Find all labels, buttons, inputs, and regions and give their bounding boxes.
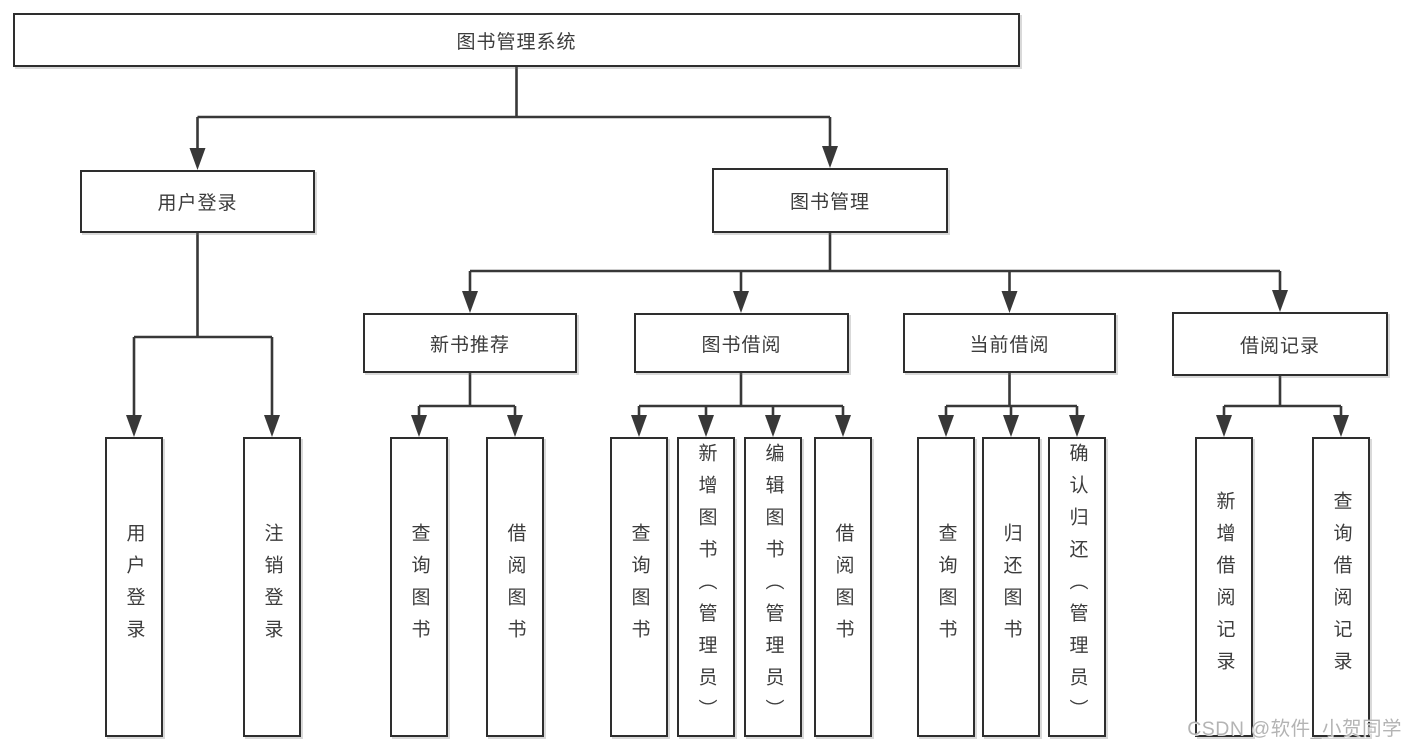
leaf-br-query-record-label: 查询借阅记录: [1330, 491, 1352, 683]
node-user-login-label: 用户登录: [157, 193, 238, 214]
leaf-bb-borrow-books-label: 借阅图书: [832, 523, 854, 651]
node-current-borrow: 当前借阅: [903, 313, 1116, 373]
leaf-bb-edit-books: 编辑图书（管理员）: [744, 437, 802, 737]
leaf-bb-edit-books-label: 编辑图书（管理员）: [762, 443, 784, 731]
csdn-watermark: CSDN @软件_小贺同学: [1187, 718, 1402, 740]
node-user-login: 用户登录: [80, 170, 315, 233]
leaf-br-query-record: 查询借阅记录: [1312, 437, 1370, 737]
node-new-book-rec: 新书推荐: [363, 313, 577, 373]
leaf-cb-return-books: 归还图书: [982, 437, 1040, 737]
leaf-br-add-record-label: 新增借阅记录: [1213, 491, 1235, 683]
leaf-rec-query-books-label: 查询图书: [408, 523, 430, 651]
node-book-borrow-label: 图书借阅: [701, 334, 782, 356]
node-current-borrow-label: 当前借阅: [969, 334, 1050, 356]
leaf-logout: 注销登录: [243, 437, 301, 737]
leaf-cb-confirm-return-label: 确认归还（管理员）: [1066, 443, 1088, 731]
connector-borrow-record-split: [1216, 376, 1349, 437]
leaf-cb-return-books-label: 归还图书: [1000, 523, 1022, 651]
leaf-user-login: 用户登录: [105, 437, 163, 737]
leaf-bb-query-books: 查询图书: [610, 437, 668, 737]
leaf-bb-borrow-books: 借阅图书: [814, 437, 872, 737]
node-root: 图书管理系统: [13, 13, 1020, 67]
node-borrow-record: 借阅记录: [1172, 312, 1388, 376]
leaf-cb-confirm-return: 确认归还（管理员）: [1048, 437, 1106, 737]
node-root-label: 图书管理系统: [456, 31, 577, 53]
node-book-borrow: 图书借阅: [634, 313, 849, 373]
leaf-cb-query-books: 查询图书: [917, 437, 975, 737]
node-book-mgmt: 图书管理: [712, 168, 948, 233]
connector-book-borrow-split: [631, 373, 851, 437]
leaf-logout-label: 注销登录: [261, 523, 283, 651]
leaf-br-add-record: 新增借阅记录: [1195, 437, 1253, 737]
connector-new-book-rec-split: [411, 373, 523, 437]
leaf-bb-add-books-label: 新增图书（管理员）: [695, 443, 717, 731]
connector-book-mgmt-split: [462, 233, 1288, 313]
connector-root-split: [189, 67, 838, 170]
leaf-bb-query-books-label: 查询图书: [628, 523, 650, 651]
node-borrow-record-label: 借阅记录: [1239, 335, 1320, 357]
leaf-bb-add-books: 新增图书（管理员）: [677, 437, 735, 737]
connector-user-login-split: [126, 233, 280, 437]
node-book-mgmt-label: 图书管理: [789, 192, 870, 213]
leaf-rec-borrow-books-label: 借阅图书: [504, 523, 526, 651]
leaf-user-login-label: 用户登录: [123, 523, 145, 651]
leaf-rec-borrow-books: 借阅图书: [486, 437, 544, 737]
connector-current-borrow-split: [938, 373, 1085, 437]
node-new-book-rec-label: 新书推荐: [429, 334, 510, 356]
leaf-rec-query-books: 查询图书: [390, 437, 448, 737]
leaf-cb-query-books-label: 查询图书: [935, 523, 957, 651]
